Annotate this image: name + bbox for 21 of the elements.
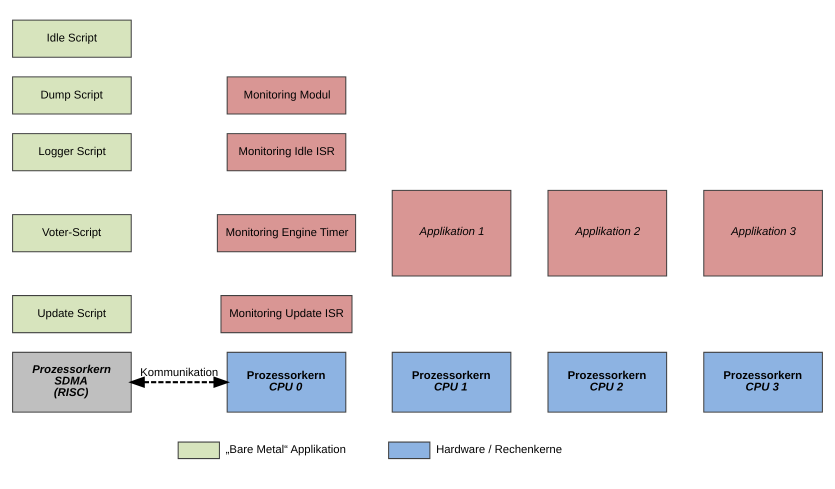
node-box: Monitoring Engine Timer	[216, 214, 356, 252]
node-box: Prozessorkern SDMA (RISC)	[12, 352, 132, 413]
node-box: Prozessorkern CPU 3	[703, 352, 823, 413]
arrow	[128, 376, 230, 388]
node-box: Monitoring Modul	[226, 76, 346, 115]
node-box: Prozessorkern CPU 1	[392, 352, 512, 413]
legend-label: Hardware / Rechenkerne	[436, 444, 562, 456]
node-box: Prozessorkern CPU 0	[226, 352, 346, 413]
node-box: Idle Script	[12, 20, 132, 58]
node-box: Logger Script	[12, 133, 132, 172]
node-box: Prozessorkern CPU 2	[547, 352, 668, 413]
node-box: Applikation 1	[392, 190, 512, 276]
legend-label: „Bare Metal“ Applikation	[226, 444, 346, 456]
node-box: Monitoring Update ISR	[220, 295, 352, 334]
node-box: Dump Script	[12, 76, 132, 115]
node-box: Update Script	[12, 295, 132, 334]
node-box: Applikation 3	[703, 190, 823, 276]
node-box: Monitoring Idle ISR	[226, 133, 346, 172]
edge-label: Kommunikation	[140, 366, 218, 379]
node-box: Applikation 2	[547, 190, 668, 276]
node-box: Voter-Script	[12, 214, 132, 252]
